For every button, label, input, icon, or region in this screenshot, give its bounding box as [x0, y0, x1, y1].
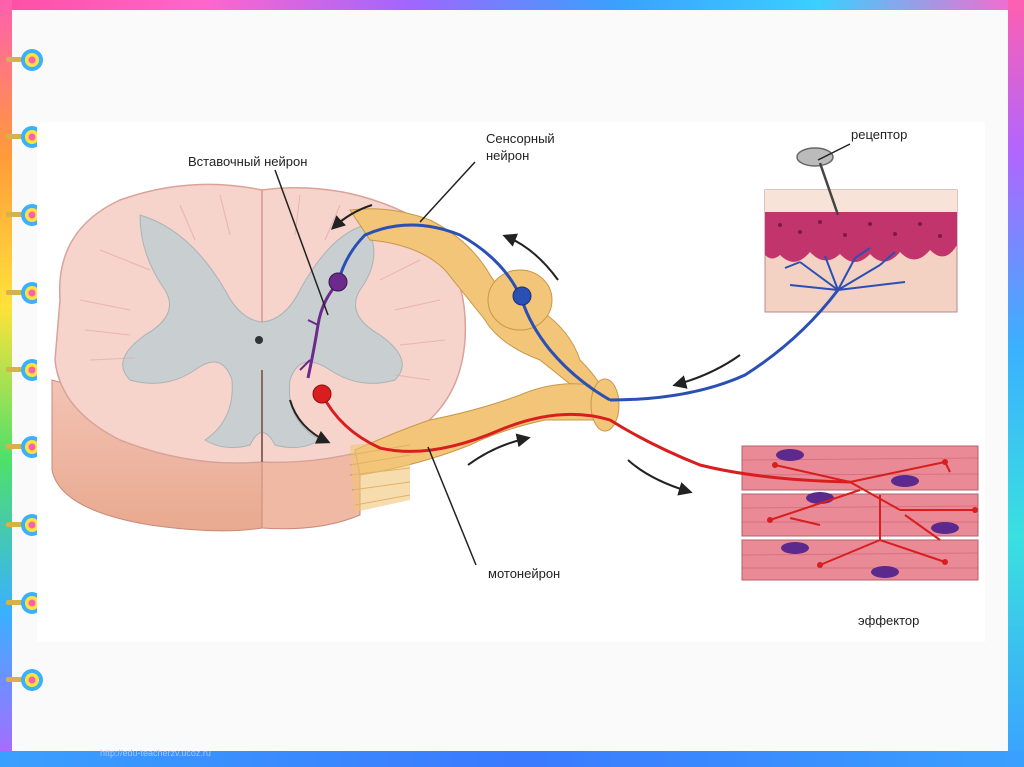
effector-label: эффектор: [858, 613, 919, 629]
sensory-neuron-body: [513, 287, 531, 305]
footer-url: http://edu-teacherzv.ucoz.ru: [100, 748, 211, 758]
arrow-icon: [628, 460, 690, 492]
sensory-neuron-label-line2: нейрон: [486, 148, 529, 164]
interneuron-label: Вставочный нейрон: [188, 154, 307, 170]
motoneuron-label: мотонейрон: [488, 566, 560, 582]
interneuron-body: [329, 273, 347, 291]
motor-neuron-body: [313, 385, 331, 403]
receptor-label: рецептор: [851, 127, 907, 143]
pin-icon: [797, 148, 833, 166]
sensory-neuron-label-line1: Сенсорный: [486, 131, 555, 147]
